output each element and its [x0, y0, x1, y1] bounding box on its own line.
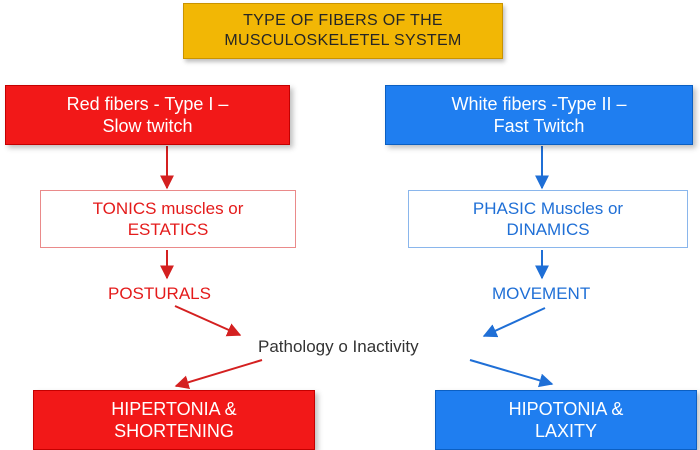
phasic-muscles-box: PHASIC Muscles or DINAMICS: [408, 190, 688, 248]
arrow-red-function-to-cause: [174, 305, 242, 337]
white-fibers-header: White fibers -Type II – Fast Twitch: [385, 85, 693, 145]
tonic-muscles-line2: ESTATICS: [127, 220, 209, 239]
pathology-label: Pathology o Inactivity: [258, 337, 419, 356]
diagram-title-line2: MUSCULOSKELETEL SYSTEM: [224, 32, 462, 49]
hipotonia-line2: LAXITY: [534, 421, 598, 441]
posturals-label: POSTURALS: [108, 284, 211, 303]
red-fibers-header-line2: Slow twitch: [102, 116, 193, 136]
phasic-muscles-line1: PHASIC Muscles or: [472, 198, 624, 218]
hipertonia-box: HIPERTONIA & SHORTENING: [33, 390, 315, 450]
hipotonia-line1: HIPOTONIA &: [508, 398, 624, 419]
red-fibers-header-line1: Red fibers - Type I –: [66, 93, 229, 114]
tonic-muscles-box: TONICS muscles or ESTATICS: [40, 190, 296, 248]
diagram-title: TYPE OF FIBERS OF THE MUSCULOSKELETEL SY…: [183, 3, 503, 59]
movement-label: MOVEMENT: [492, 284, 591, 303]
hipertonia-line2: SHORTENING: [114, 421, 234, 441]
white-fibers-header-line2: Fast Twitch: [493, 116, 585, 136]
hipotonia-box: HIPOTONIA & LAXITY: [435, 390, 697, 450]
arrow-cause-to-blue-outcome: [469, 359, 554, 388]
arrow-cause-to-red-outcome: [174, 359, 263, 390]
diagram-title-line1: TYPE OF FIBERS OF THE: [243, 12, 443, 29]
red-fibers-header: Red fibers - Type I – Slow twitch: [5, 85, 290, 145]
arrow-blue-function-to-cause: [482, 307, 546, 338]
white-fibers-header-line1: White fibers -Type II –: [451, 93, 627, 114]
hipertonia-line1: HIPERTONIA &: [111, 398, 237, 419]
tonic-muscles-line1: TONICS muscles or: [92, 198, 244, 218]
phasic-muscles-line2: DINAMICS: [506, 220, 590, 239]
